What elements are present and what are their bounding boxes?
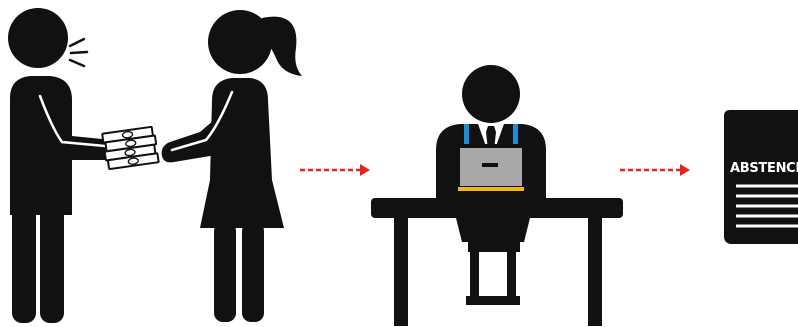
document-icon: ABSTENCIÓN (724, 110, 798, 244)
money-bills-icon (102, 127, 159, 170)
arrow-icon (620, 164, 690, 176)
official-at-desk-icon (371, 65, 623, 326)
arrow-icon (300, 164, 370, 176)
document-title: ABSTENCIÓN (730, 160, 798, 176)
woman-icon (162, 10, 302, 322)
speech-lines-icon (70, 39, 87, 66)
man-speaking-icon (8, 8, 120, 323)
laptop-icon (456, 144, 526, 191)
